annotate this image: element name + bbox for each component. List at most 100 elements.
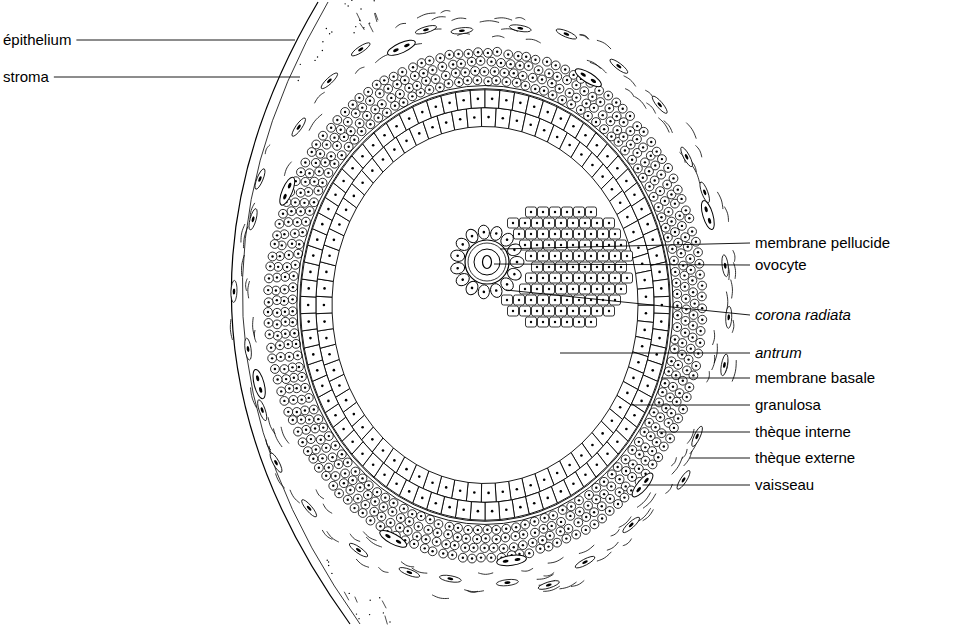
- part-label: granulosa: [755, 396, 821, 414]
- theca-cell: [273, 331, 282, 340]
- cumulus-cell: [604, 306, 615, 316]
- granulosa-cell: [495, 481, 511, 502]
- cumulus-cell: [544, 262, 555, 272]
- cumulus-cell: [610, 251, 621, 261]
- theca-cell: [283, 263, 292, 272]
- fibre: [597, 40, 611, 49]
- theca-cell: [311, 424, 320, 433]
- theca-cell: [521, 81, 530, 90]
- theca-cell: [500, 68, 509, 77]
- cumulus-cell: [580, 284, 591, 294]
- cumulus-cell: [592, 306, 603, 316]
- theca-cell: [633, 135, 642, 144]
- fibre: [273, 428, 282, 447]
- cumulus-cell: [586, 251, 597, 261]
- part-label: ovocyte: [755, 256, 807, 274]
- cumulus-cell: [532, 262, 543, 272]
- theca-cell: [692, 361, 701, 370]
- spindle-cell: [721, 254, 730, 277]
- theca-cell: [358, 474, 367, 483]
- granulosa-cell: [302, 329, 319, 348]
- theca-cell: [445, 50, 454, 59]
- theca-cell: [355, 119, 364, 128]
- theca-cell: [553, 72, 562, 81]
- theca-cell: [689, 288, 698, 297]
- fibre: [643, 494, 656, 509]
- fibre: [265, 145, 270, 154]
- theca-cell: [467, 57, 476, 66]
- theca-cell: [686, 254, 695, 263]
- granulosa-cell: [455, 90, 471, 110]
- theca-cell: [322, 471, 331, 480]
- theca-cell: [296, 207, 305, 216]
- fibre: [355, 67, 364, 74]
- theca-cell: [673, 185, 682, 194]
- theca-cell: [481, 534, 490, 543]
- fibre: [290, 490, 300, 503]
- part-label: thèque externe: [755, 449, 855, 467]
- stroma-dot: [351, 0, 352, 1]
- corona-cell: [478, 284, 491, 299]
- fibre: [309, 114, 322, 131]
- fibre: [314, 92, 324, 103]
- theca-cell: [298, 228, 307, 237]
- fibre: [316, 489, 324, 498]
- fibre: [417, 13, 435, 18]
- spindle-cell: [244, 338, 253, 361]
- fibre: [713, 330, 715, 345]
- theca-cell: [455, 78, 464, 87]
- theca-cell: [673, 301, 682, 310]
- granulosa-cell: [637, 288, 654, 305]
- fibre: [559, 582, 576, 589]
- stroma-dot: [356, 613, 357, 614]
- theca-cell: [355, 93, 364, 102]
- theca-cell: [497, 59, 506, 68]
- theca-cell: [667, 217, 676, 226]
- cumulus-cell: [550, 251, 561, 261]
- theca-cell: [346, 486, 355, 495]
- cumulus-cell: [622, 251, 633, 261]
- theca-cell: [682, 393, 691, 402]
- theca-cell: [293, 351, 302, 360]
- cumulus-cell: [544, 218, 555, 228]
- leader-line: [494, 264, 750, 265]
- fibre: [672, 457, 683, 475]
- theca-cell: [595, 86, 604, 95]
- theca-cell: [664, 163, 673, 172]
- theca-cell: [580, 87, 589, 96]
- leader-lines: [54, 40, 750, 485]
- theca-cell: [597, 502, 606, 511]
- cumulus-cell: [568, 240, 579, 250]
- stroma-dot: [383, 612, 384, 613]
- theca-cell: [551, 61, 560, 70]
- fibre: [597, 552, 611, 561]
- cumulus-cell: [574, 273, 585, 283]
- fibre: [248, 281, 250, 298]
- leader-line: [560, 353, 750, 354]
- theca-cell: [657, 170, 666, 179]
- fibre: [590, 62, 607, 73]
- granulosa-cell: [452, 109, 469, 130]
- theca-cell: [381, 493, 390, 502]
- theca-cell: [682, 305, 691, 314]
- theca-cell: [356, 483, 365, 492]
- vessels: [251, 37, 717, 567]
- vessel: [378, 527, 409, 550]
- cumulus-cell: [550, 295, 561, 305]
- cumulus-cell: [586, 317, 597, 327]
- theca-cell: [674, 414, 683, 423]
- cumulus-cell: [526, 251, 537, 261]
- theca-cell: [695, 259, 704, 268]
- theca-cell: [492, 535, 501, 544]
- cumulus-cell: [622, 273, 633, 283]
- theca-cell: [316, 149, 325, 158]
- theca-cell: [409, 63, 418, 72]
- theca-cell: [487, 553, 496, 562]
- cumulus-cell: [604, 262, 615, 272]
- spindle-cell: [537, 579, 560, 591]
- fibre: [366, 537, 382, 547]
- theca-cell: [566, 511, 575, 520]
- theca-cell: [288, 416, 297, 425]
- fibre: [623, 539, 632, 546]
- spindle-cell: [290, 116, 308, 137]
